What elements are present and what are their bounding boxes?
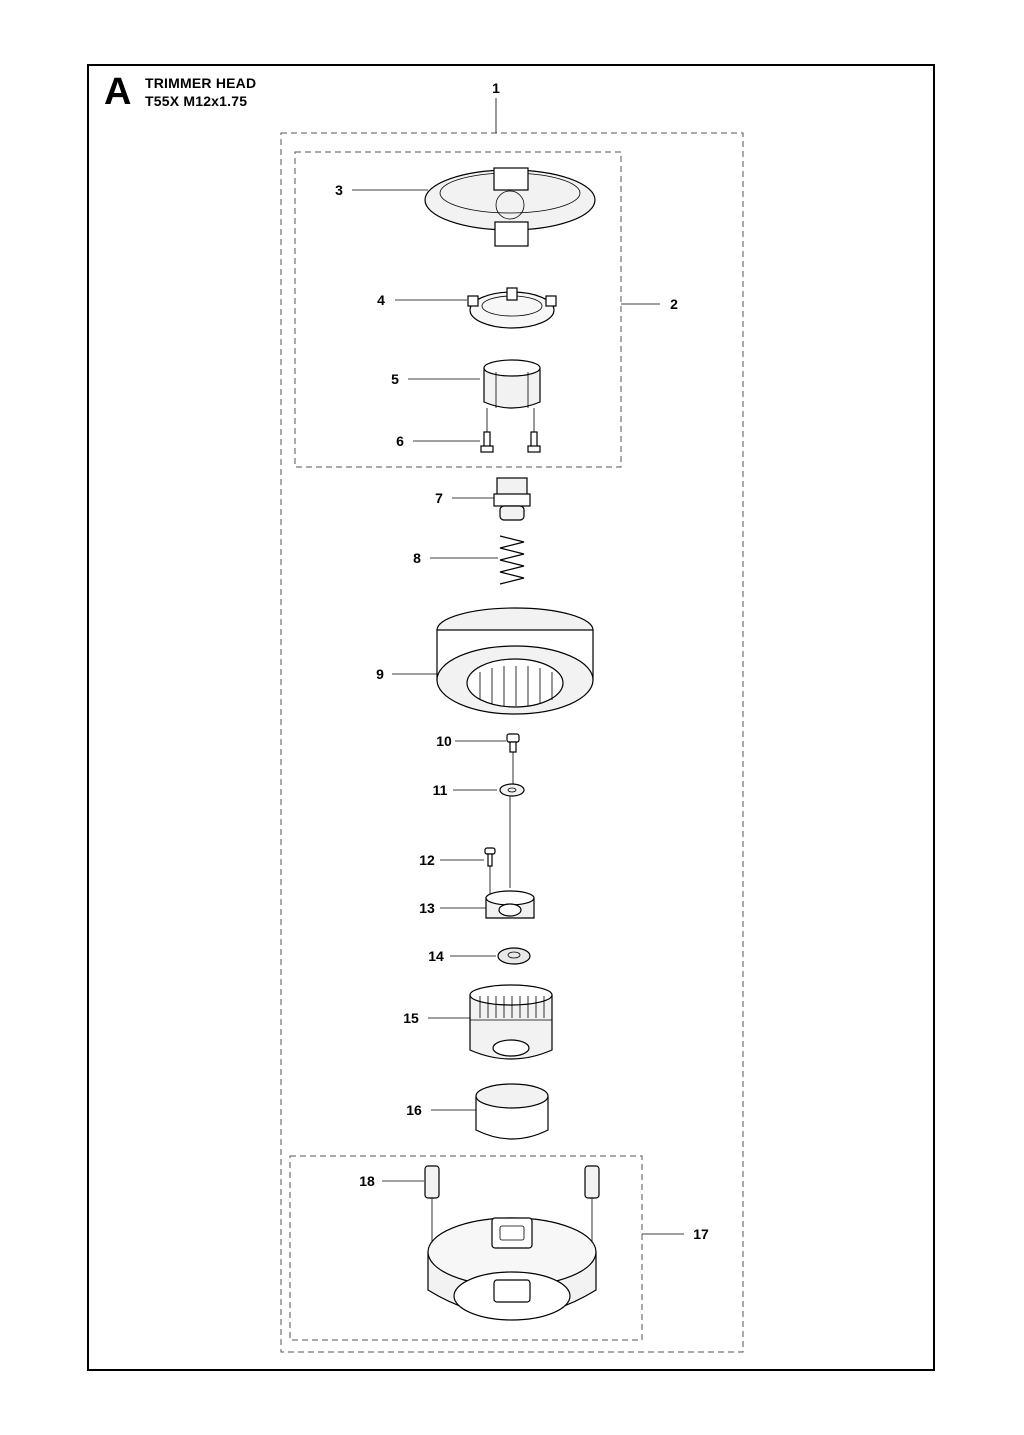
callout-1: 1 — [492, 80, 500, 96]
callout-14: 14 — [428, 948, 444, 964]
diagram-subtitle: T55X M12x1.75 — [145, 93, 248, 109]
callout-6: 6 — [396, 433, 404, 449]
part-18-eyelets — [382, 1165, 600, 1252]
callout-15: 15 — [403, 1010, 419, 1026]
section-letter: A — [104, 71, 132, 113]
diagram-frame — [87, 64, 935, 1371]
part-3-cover — [352, 167, 596, 247]
part-7-adaptor — [452, 477, 531, 521]
callout-16: 16 — [406, 1102, 422, 1118]
assembly-box-2 — [294, 151, 622, 468]
callout-11: 11 — [433, 782, 448, 798]
part-11-washer — [453, 783, 525, 888]
assembly-box-17 — [289, 1155, 643, 1341]
callout-3: 3 — [335, 182, 343, 198]
part-16-cap — [431, 1083, 549, 1140]
part-10-screw — [455, 733, 520, 784]
callout-8: 8 — [413, 550, 421, 566]
part-9-spool — [392, 607, 594, 715]
part-15-knob — [428, 984, 553, 1060]
part-17-housing — [427, 1217, 597, 1321]
callout-18: 18 — [359, 1173, 375, 1189]
part-5-hub — [408, 359, 541, 409]
callout-4: 4 — [377, 292, 385, 308]
part-14-nut — [450, 947, 531, 965]
callout-5: 5 — [391, 371, 399, 387]
callout-17: 17 — [693, 1226, 709, 1242]
callout-7: 7 — [435, 490, 443, 506]
assembly-box-1 — [280, 132, 744, 1353]
part-4-ring — [395, 287, 557, 329]
callout-2: 2 — [670, 296, 678, 312]
part-6-screws — [413, 408, 541, 453]
part-13-retainer — [440, 890, 535, 919]
part-12-screw — [440, 847, 496, 896]
callout-12: 12 — [419, 852, 435, 868]
part-8-spring — [430, 535, 525, 585]
callout-13: 13 — [419, 900, 435, 916]
callout-10: 10 — [436, 733, 452, 749]
callout-9: 9 — [376, 666, 384, 682]
diagram-title: TRIMMER HEAD — [145, 75, 257, 91]
